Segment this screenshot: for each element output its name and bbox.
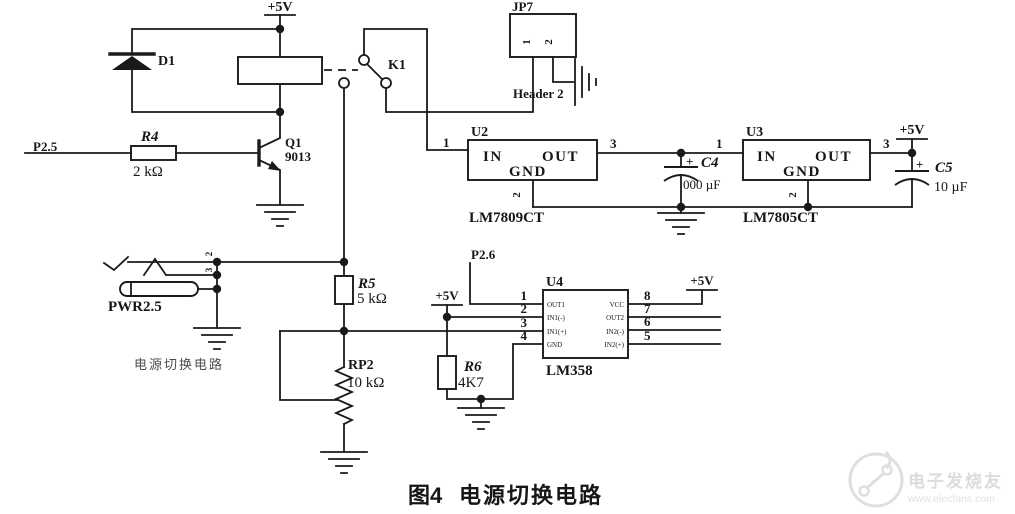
circuit-note: 电源切换电路 xyxy=(134,357,224,372)
u4-pin2-number: 2 xyxy=(521,301,528,316)
u3-out-label: OUT xyxy=(815,149,852,165)
u3-in-label: IN xyxy=(757,149,777,165)
u3-pin1-number: 1 xyxy=(716,136,723,151)
r4-label: R4 xyxy=(140,129,159,145)
u3-label: U3 xyxy=(746,125,763,140)
ground-jack xyxy=(193,327,241,350)
watermark-brand: 电子发烧友 xyxy=(908,471,1003,491)
r4-value: 2 kΩ xyxy=(133,164,163,180)
ground-jp7 xyxy=(574,58,597,106)
u2-gnd-label: GND xyxy=(509,164,547,180)
opamp-u4 xyxy=(542,289,629,359)
u3-pin3-number: 3 xyxy=(883,136,890,151)
relay-coil-k1 xyxy=(237,56,358,85)
jp7-pin1-number: 1 xyxy=(521,39,533,45)
ground-rp2 xyxy=(320,451,368,474)
u4-pin1-number: 1 xyxy=(521,288,528,303)
jack-label: PWR2.5 xyxy=(108,299,162,315)
u2-part-label: LM7809CT xyxy=(469,210,544,226)
u3-pin2-number: 2 xyxy=(787,192,799,198)
u2-in-label: IN xyxy=(483,149,503,165)
watermark-logo xyxy=(848,451,904,508)
jp7-label: JP7 xyxy=(512,0,533,14)
u2-pin2-number: 2 xyxy=(511,192,523,198)
jp7-pin2-number: 2 xyxy=(543,39,555,45)
ground-q1 xyxy=(256,204,304,227)
header-jp7 xyxy=(509,13,577,58)
u4-pin-in2p: IN2(+) xyxy=(605,341,625,349)
u3-part-label: LM7805CT xyxy=(743,210,818,226)
u4-pin5-number: 5 xyxy=(644,328,651,343)
rp2-value: 10 kΩ xyxy=(347,375,384,391)
switch-k1 xyxy=(338,54,392,89)
transistor-q1 xyxy=(257,139,281,171)
u2-pin1-number: 1 xyxy=(443,135,450,150)
u3-gnd-label: GND xyxy=(783,164,821,180)
u4-pin-in2n: IN2(-) xyxy=(606,328,625,336)
u4-pin-vcc: VCC xyxy=(610,301,625,309)
p25-net-label: P2.5 xyxy=(33,139,58,154)
u4-pin8-number: 8 xyxy=(644,288,651,303)
c4-value: 000 µF xyxy=(683,177,720,192)
capacitor-c5 xyxy=(894,170,930,186)
power-jack-pwr25 xyxy=(102,255,199,297)
u4-part-label: LM358 xyxy=(546,363,593,379)
u2-label: U2 xyxy=(471,125,488,140)
c5-value: 10 µF xyxy=(934,180,968,195)
vcc-label-r6: +5V xyxy=(435,288,459,303)
vcc-label-top: +5V xyxy=(267,0,292,15)
u4-pin-in1p: IN1(+) xyxy=(547,328,567,336)
switch-k1-label: K1 xyxy=(388,58,406,73)
ground-c4 xyxy=(657,212,705,235)
resistor-r5 xyxy=(334,275,354,305)
c4-polarity: + xyxy=(686,154,693,169)
r6-value: 4K7 xyxy=(458,375,484,391)
rp2-label: RP2 xyxy=(348,358,374,373)
p26-net-label: P2.6 xyxy=(471,247,496,262)
u2-out-label: OUT xyxy=(542,149,579,165)
q1-part: 9013 xyxy=(285,149,312,164)
u4-pin-out1: OUT1 xyxy=(547,301,565,309)
regulator-u3 xyxy=(742,139,871,181)
u2-pin3-number: 3 xyxy=(610,136,617,151)
figure-caption-title: 电源切换电路 xyxy=(459,483,603,508)
c5-polarity: + xyxy=(916,157,923,172)
u4-label: U4 xyxy=(546,275,563,290)
u4-pin-in1n: IN1(-) xyxy=(547,314,566,322)
resistor-r4 xyxy=(130,145,177,161)
figure-caption-number: 图4 xyxy=(408,483,443,508)
vcc-label-u4: +5V xyxy=(690,273,714,288)
u4-pin7-number: 7 xyxy=(644,301,651,316)
u4-pin-gnd: GND xyxy=(547,341,562,349)
potentiometer-rp2 xyxy=(333,365,355,426)
diode-d1-label: D1 xyxy=(158,54,175,69)
u4-pin6-number: 6 xyxy=(644,314,651,329)
wires xyxy=(24,14,928,453)
diode-d1 xyxy=(108,52,156,70)
u4-pin4-number: 4 xyxy=(521,328,528,343)
jp7-type-label: Header 2 xyxy=(513,86,564,101)
jack-pin3-number: 3 xyxy=(204,267,214,272)
junction-dots xyxy=(212,24,917,404)
resistor-r6 xyxy=(437,355,457,390)
u4-pin3-number: 3 xyxy=(521,315,528,330)
ground-r6 xyxy=(457,407,505,430)
c4-label: C4 xyxy=(701,155,719,171)
vcc-label-u3: +5V xyxy=(899,123,924,138)
regulator-u2 xyxy=(467,139,598,181)
c5-label: C5 xyxy=(935,160,953,176)
q1-label: Q1 xyxy=(285,135,302,150)
r5-label: R5 xyxy=(357,276,376,292)
u4-pin-out2: OUT2 xyxy=(606,314,624,322)
watermark-site: www.elecfans.com xyxy=(907,493,995,505)
capacitor-c4 xyxy=(663,166,699,182)
jack-pin2-number: 2 xyxy=(204,251,214,256)
r5-value: 5 kΩ xyxy=(357,291,387,307)
r6-label: R6 xyxy=(463,359,482,375)
